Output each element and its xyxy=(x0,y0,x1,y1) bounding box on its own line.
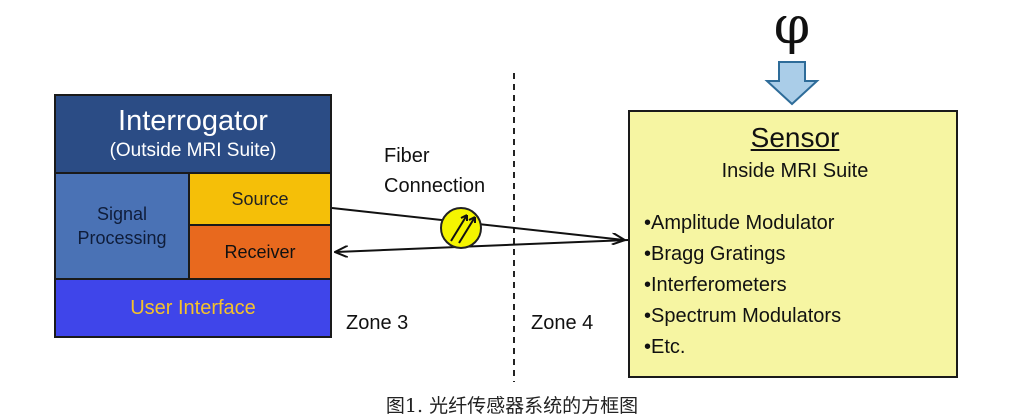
sensor-list-item: •Bragg Gratings xyxy=(644,243,786,265)
interrogator-subtitle: (Outside MRI Suite) xyxy=(109,140,277,161)
phi-symbol: φ xyxy=(773,0,811,56)
zone-4-label: Zone 4 xyxy=(531,312,594,334)
receiver-block: Receiver xyxy=(188,224,332,280)
interrogator-title: Interrogator xyxy=(118,105,268,137)
receiver-label: Receiver xyxy=(224,241,296,262)
sensor-title: Sensor xyxy=(750,122,840,153)
fiber-label-line1: Fiber xyxy=(384,145,430,167)
source-label: Source xyxy=(231,188,289,209)
signal-processing-label-line1: Signal xyxy=(96,204,148,224)
sensor-list-item: •Etc. xyxy=(644,336,686,358)
sensor-subtitle: Inside MRI Suite xyxy=(721,160,869,182)
user-interface-label: User Interface xyxy=(130,296,256,319)
fiber-connector-icon xyxy=(440,207,482,249)
sensor-block: Sensor Inside MRI Suite •Amplitude Modul… xyxy=(628,110,958,378)
sensor-list-item: •Amplitude Modulator xyxy=(644,212,835,234)
sensor-list-item: •Spectrum Modulators xyxy=(644,305,842,327)
zone-3-label: Zone 3 xyxy=(346,312,409,334)
fiber-connection-label: Fiber Connection xyxy=(384,141,485,201)
user-interface-block: User Interface xyxy=(54,278,332,338)
signal-processing-block: Signal Processing xyxy=(54,172,190,280)
fiber-label-line2: Connection xyxy=(384,175,486,197)
figure-caption: 图1. 光纤传感器系统的方框图 xyxy=(385,395,639,417)
phi-down-arrow xyxy=(764,61,820,106)
source-block: Source xyxy=(188,172,332,226)
sensor-list-item: •Interferometers xyxy=(644,274,787,296)
signal-processing-label-line2: Processing xyxy=(77,228,167,248)
fiber-line-to-receiver xyxy=(336,239,629,252)
interrogator-header: Interrogator (Outside MRI Suite) xyxy=(54,94,332,172)
sensor-type-list: •Amplitude Modulator •Bragg Gratings •In… xyxy=(644,208,841,363)
